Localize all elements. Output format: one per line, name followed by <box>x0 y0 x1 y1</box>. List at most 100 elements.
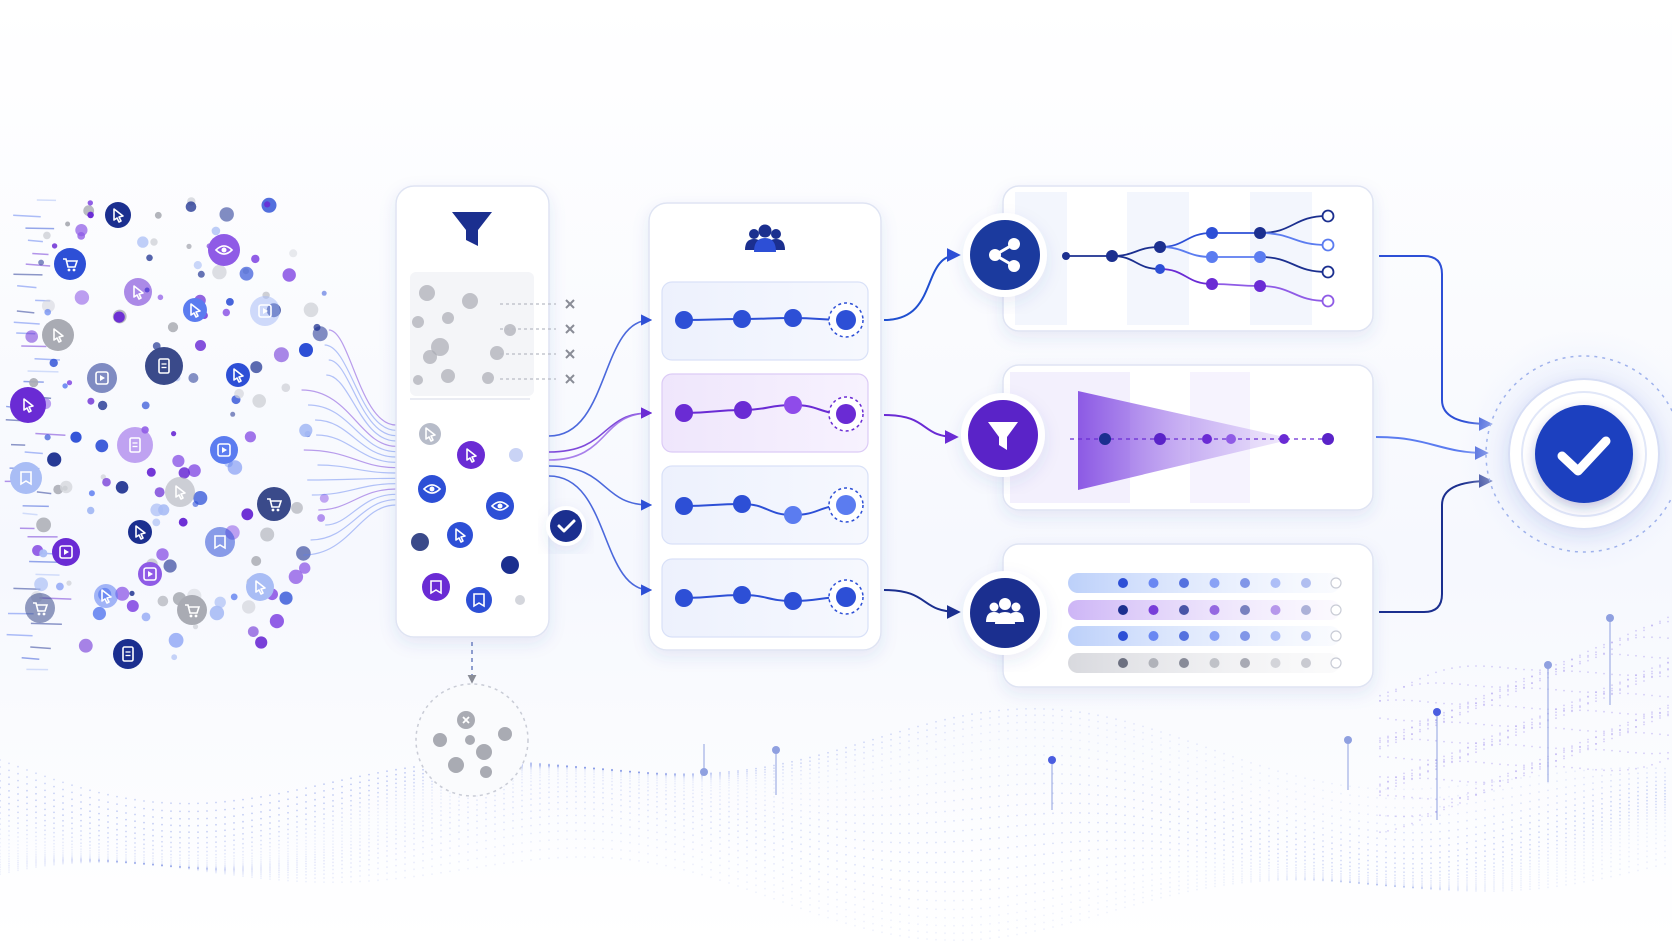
segment-bar <box>1068 626 1340 646</box>
event-dot <box>317 514 325 522</box>
event-dot <box>66 380 73 386</box>
cursor-icon <box>133 285 144 300</box>
cursor-icon <box>135 525 146 540</box>
event-dot <box>113 311 125 323</box>
play-icon <box>258 304 272 318</box>
branch-edge <box>1259 285 1328 302</box>
event-bubble <box>226 363 250 387</box>
event-dot <box>188 464 201 477</box>
sequence-dot <box>675 589 693 607</box>
event-dot <box>193 261 202 270</box>
event-dot <box>260 527 275 542</box>
branch-leaf <box>1321 294 1335 308</box>
pin-dot <box>772 746 780 754</box>
event-dot <box>250 361 263 374</box>
discarded-event-dot <box>419 285 435 301</box>
segment-row <box>1068 653 1342 673</box>
segment-dot <box>1270 578 1281 588</box>
event-streak <box>36 491 52 495</box>
event-dot <box>102 477 111 487</box>
event-dot <box>146 254 153 262</box>
branch-node <box>1206 227 1218 239</box>
event-dot <box>171 431 177 437</box>
sequence-line <box>683 593 847 603</box>
event-dot <box>43 231 51 240</box>
pin-dot <box>700 768 708 776</box>
cursor-icon <box>466 448 477 463</box>
kept-event <box>418 475 446 503</box>
event-dot <box>247 626 259 637</box>
segment-dot <box>1179 578 1189 588</box>
branch-badge <box>963 213 1047 297</box>
event-dot <box>44 434 51 441</box>
bookmark-icon <box>20 471 32 486</box>
sequence-dot <box>784 506 802 524</box>
event-dot <box>141 401 150 410</box>
inflow-line <box>318 488 397 511</box>
sequence-dot <box>784 396 802 414</box>
event-dot <box>92 606 106 621</box>
segment-dot <box>1179 658 1189 668</box>
event-dot <box>129 590 135 597</box>
kept-event <box>457 441 485 469</box>
event-dot <box>87 506 95 515</box>
branch-tree <box>1062 209 1335 308</box>
event-streak <box>21 657 40 660</box>
branch-node <box>1155 264 1165 274</box>
discarded-event-dot <box>412 316 424 328</box>
event-dot <box>65 221 71 227</box>
event-dot <box>126 600 139 612</box>
segment-dot <box>1209 578 1220 588</box>
event-dot <box>38 259 44 266</box>
funnel-badge <box>961 393 1045 477</box>
connector <box>548 407 653 461</box>
branch-paths-card <box>1002 185 1374 332</box>
event-dot <box>168 632 184 648</box>
pin-dot <box>1544 661 1552 669</box>
inflow-line <box>301 389 397 447</box>
segment-dot <box>1148 578 1159 588</box>
inflow-line <box>310 499 397 541</box>
cart-icon <box>267 498 283 512</box>
branch-leaf <box>1321 265 1335 279</box>
inflow-line <box>328 329 397 426</box>
sequence-line <box>683 502 847 517</box>
cursor-icon <box>255 580 266 595</box>
inflow-line <box>317 464 397 474</box>
document-icon <box>129 437 141 453</box>
segment-dot <box>1270 658 1281 668</box>
funnel-shape <box>1078 391 1280 490</box>
pin-dot <box>1048 756 1056 764</box>
event-dot <box>312 326 328 342</box>
close-icon <box>565 324 575 334</box>
event-dot <box>195 340 206 351</box>
segment-dot <box>1301 631 1311 641</box>
event-dot <box>56 582 64 591</box>
kept-event <box>466 587 492 613</box>
cursor-icon <box>190 303 201 318</box>
event-dot <box>234 388 244 399</box>
cursor-icon <box>455 528 466 543</box>
sequence-rows <box>661 281 869 638</box>
segment-dot <box>1179 631 1189 641</box>
event-dot <box>62 383 68 389</box>
funnel-track <box>1070 433 1334 445</box>
inflow-streams <box>301 329 397 556</box>
branch-node <box>1106 250 1118 262</box>
discarded-event-dot <box>462 293 478 309</box>
segment-dot <box>1301 605 1311 615</box>
cursor-icon <box>113 208 124 223</box>
segments-card <box>1002 543 1374 688</box>
kept-event <box>486 492 514 520</box>
eye-icon <box>214 245 234 255</box>
inflow-line <box>324 344 397 431</box>
event-dot <box>255 636 268 649</box>
event-bubble <box>87 363 117 393</box>
segment-dot <box>1148 658 1159 668</box>
event-bubble <box>210 436 238 464</box>
connector <box>548 314 653 437</box>
event-bubble <box>25 593 55 623</box>
event-dot <box>251 254 260 264</box>
sequence-dot <box>733 495 751 513</box>
